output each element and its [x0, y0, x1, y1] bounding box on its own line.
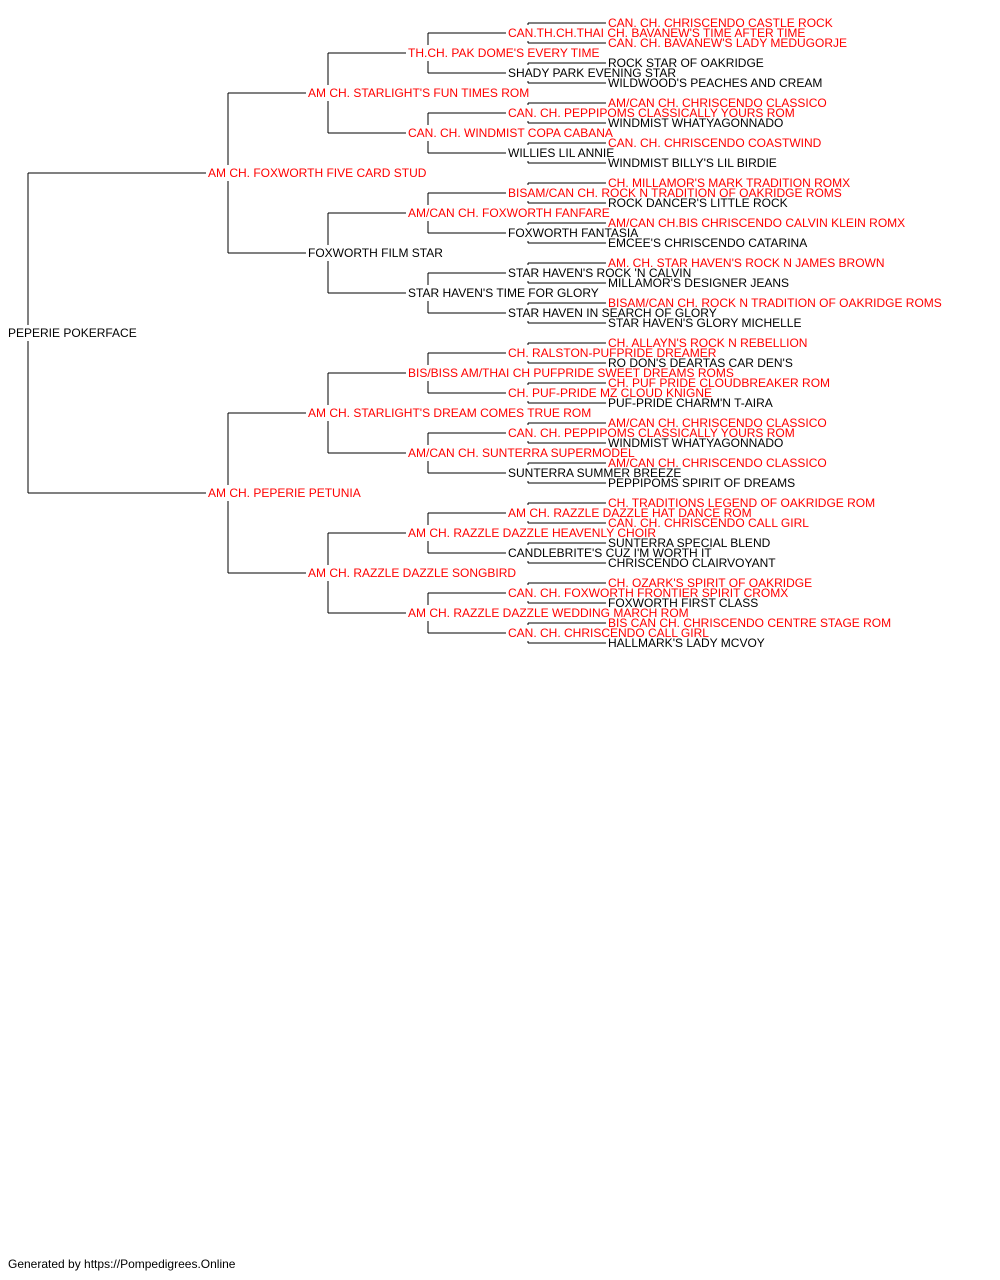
dam-name: PUF-PRIDE CHARM'N T-AIRA	[608, 396, 773, 410]
sire-name: STAR HAVEN'S ROCK 'N CALVIN	[508, 266, 692, 280]
dam-name: WILLIES LIL ANNIE	[508, 146, 615, 160]
dam-name: FOXWORTH FILM STAR	[308, 246, 443, 260]
dam-name: MILLAMOR'S DESIGNER JEANS	[608, 276, 789, 290]
dam-name: PEPPIPOMS SPIRIT OF DREAMS	[608, 476, 796, 490]
dam-name: CAN. CH. CHRISCENDO CALL GIRL	[508, 626, 709, 640]
dam-name: WINDMIST WHATYAGONNADO	[608, 436, 784, 450]
dam-name: HALLMARK'S LADY MCVOY	[608, 636, 765, 650]
sire-name: CH. ALLAYN'S ROCK N REBELLION	[608, 336, 808, 350]
sire-name: CH. OZARK'S SPIRIT OF OAKRIDGE	[608, 576, 813, 590]
dam-name: AM/CAN CH. SUNTERRA SUPERMODEL	[408, 446, 635, 460]
sire-name: AM CH. RAZZLE DAZZLE HEAVENLY CHOIR	[408, 526, 657, 540]
sire-name: CAN. CH. CHRISCENDO COASTWIND	[608, 136, 822, 150]
dam-name: ROCK DANCER'S LITTLE ROCK	[608, 196, 788, 210]
sire-name: AM/CAN CH. FOXWORTH FANFARE	[408, 206, 610, 220]
dam-name: RO DON'S DEARTAS CAR DEN'S	[608, 356, 793, 370]
sire-name: AM/CAN CH.BIS CHRISCENDO CALVIN KLEIN RO…	[608, 216, 906, 230]
dam-name: WILDWOOD'S PEACHES AND CREAM	[608, 76, 823, 90]
dam-name: WINDMIST WHATYAGONNADO	[608, 116, 784, 130]
dam-name: CAN. CH. WINDMIST COPA CABANA	[408, 126, 613, 140]
footer-credit: Generated by https://Pompedigrees.Online	[8, 1257, 236, 1271]
sire-name: CH. MILLAMOR'S MARK TRADITION ROMX	[608, 176, 851, 190]
sire-name: CAN. CH. PEPPIPOMS CLASSICALLY YOURS ROM	[508, 106, 795, 120]
dam-name: AM CH. PEPERIE PETUNIA	[208, 486, 361, 500]
dam-name: AM CH. RAZZLE DAZZLE SONGBIRD	[308, 566, 517, 580]
dam-name: EMCEE'S CHRISCENDO CATARINA	[608, 236, 808, 250]
sire-name: CAN. CH. PEPPIPOMS CLASSICALLY YOURS ROM	[508, 426, 795, 440]
dam-name: CH. PUF-PRIDE MZ CLOUD KNIGNE	[508, 386, 713, 400]
sire-name: CAN.TH.CH.THAI CH. BAVANEW'S TIME AFTER …	[508, 26, 806, 40]
dam-name: STAR HAVEN'S TIME FOR GLORY	[408, 286, 599, 300]
dam-name: SHADY PARK EVENING STAR	[508, 66, 677, 80]
dam-name: CAN. CH. BAVANEW'S LADY MEDUGORJE	[608, 36, 847, 50]
sire-name: CH. TRADITIONS LEGEND OF OAKRIDGE ROM	[608, 496, 876, 510]
sire-name: BISAM/CAN CH. ROCK N TRADITION OF OAKRID…	[608, 296, 942, 310]
sire-name: SUNTERRA SPECIAL BLEND	[608, 536, 771, 550]
sire-name: AM/CAN CH. CHRISCENDO CLASSICO	[608, 416, 827, 430]
sire-name: AM/CAN CH. CHRISCENDO CLASSICO	[608, 456, 827, 470]
sire-name: AM/CAN CH. CHRISCENDO CLASSICO	[608, 96, 827, 110]
subject-name: PEPERIE POKERFACE	[8, 326, 137, 340]
sire-name: BISAM/CAN CH. ROCK N TRADITION OF OAKRID…	[508, 186, 842, 200]
sire-name: BIS CAN CH. CHRISCENDO CENTRE STAGE ROM	[608, 616, 892, 630]
sire-name: AM CH. RAZZLE DAZZLE HAT DANCE ROM	[508, 506, 752, 520]
sire-name: BIS/BISS AM/THAI CH PUFPRIDE SWEET DREAM…	[408, 366, 734, 380]
sire-name: AM CH. FOXWORTH FIVE CARD STUD	[208, 166, 427, 180]
sire-name: CAN. CH. FOXWORTH FRONTIER SPIRIT CROMX	[508, 586, 789, 600]
sire-name: AM. CH. STAR HAVEN'S ROCK N JAMES BROWN	[608, 256, 885, 270]
sire-name: TH.CH. PAK DOME'S EVERY TIME	[408, 46, 600, 60]
dam-name: STAR HAVEN IN SEARCH OF GLORY	[508, 306, 717, 320]
sire-name: CH. RALSTON-PUFPRIDE DREAMER	[508, 346, 717, 360]
dam-name: FOXWORTH FIRST CLASS	[608, 596, 759, 610]
dam-name: AM CH. RAZZLE DAZZLE WEDDING MARCH ROM	[408, 606, 689, 620]
dam-name: CHRISCENDO CLAIRVOYANT	[608, 556, 776, 570]
dam-name: SUNTERRA SUMMER BREEZE	[508, 466, 682, 480]
sire-name: CH. PUF PRIDE CLOUDBREAKER ROM	[608, 376, 831, 390]
dam-name: STAR HAVEN'S GLORY MICHELLE	[608, 316, 802, 330]
dam-name: FOXWORTH FANTASIA	[508, 226, 639, 240]
sire-name: AM CH. STARLIGHT'S FUN TIMES ROM	[308, 86, 530, 100]
dam-name: WINDMIST BILLY'S LIL BIRDIE	[608, 156, 777, 170]
sire-name: AM CH. STARLIGHT'S DREAM COMES TRUE ROM	[308, 406, 592, 420]
sire-name: CAN. CH. CHRISCENDO CASTLE ROCK	[608, 16, 833, 30]
dam-name: CANDLEBRITE'S CUZ I'M WORTH IT	[508, 546, 712, 560]
sire-name: ROCK STAR OF OAKRIDGE	[608, 56, 764, 70]
dam-name: CAN. CH. CHRISCENDO CALL GIRL	[608, 516, 809, 530]
